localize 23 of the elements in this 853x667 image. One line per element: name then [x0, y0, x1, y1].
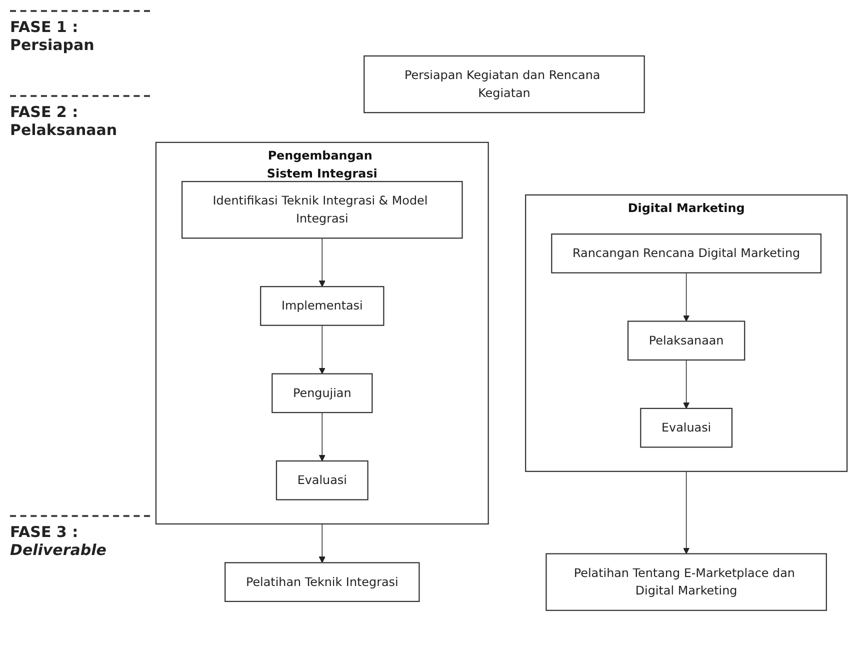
phase-label: Persiapan [10, 36, 96, 54]
node-box: Identifikasi Teknik Integrasi & Model Integrasi [181, 181, 463, 240]
node-box: Pelatihan Tentang E-Marketplace dan Digital Marketing [546, 554, 827, 612]
node-box: Pelaksanaan [627, 321, 746, 361]
arrow [318, 412, 326, 462]
node-box: Pelatihan Teknik Integrasi [224, 562, 420, 602]
node-box: Rancangan Rencana Digital Marketing [551, 234, 822, 274]
phase-label: FASE 1 : [10, 18, 80, 36]
arrow [318, 325, 326, 374]
arrow [683, 272, 690, 322]
phase-label: FASE 2 : [10, 103, 80, 121]
node-box: Persiapan Kegiatan dan Rencana Kegiatan [364, 56, 645, 114]
arrow [683, 471, 690, 554]
node-box: Evaluasi [276, 460, 368, 501]
phase-label: FASE 3 : [10, 523, 80, 541]
node-box: Pengujian [272, 374, 373, 414]
node-box: Evaluasi [640, 408, 733, 448]
phase-label: Pelaksanaan [10, 121, 118, 139]
phase-label: Deliverable [10, 541, 108, 559]
arrow [683, 360, 690, 410]
node-box: Implementasi [260, 286, 384, 326]
arrow [318, 524, 326, 564]
arrow [318, 238, 326, 288]
